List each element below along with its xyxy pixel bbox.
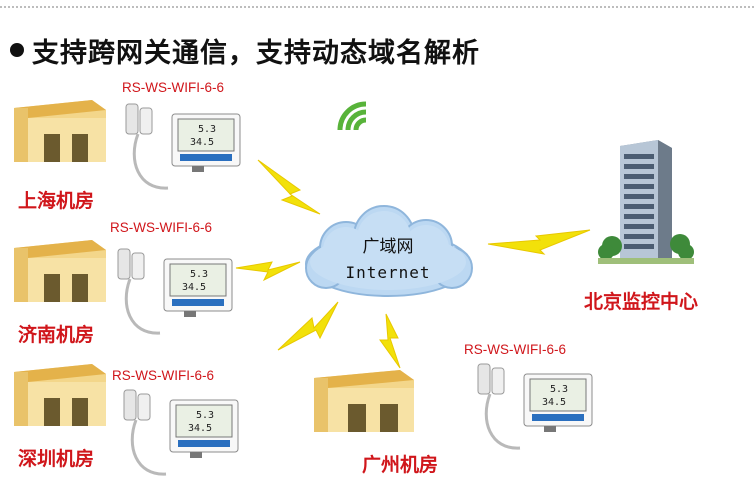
hq-label: 北京监控中心 — [584, 291, 699, 313]
site-label-shenzhen: 深圳机房 — [18, 448, 95, 470]
page-heading: 支持跨网关通信，支持动态域名解析 — [10, 30, 480, 70]
bullet-icon — [10, 43, 24, 57]
internet-cloud: 广域网 Internet — [305, 205, 473, 297]
building-icon-guangzhou — [314, 370, 414, 432]
building-icon-shanghai — [14, 100, 106, 162]
lightning-bolt-icon — [277, 301, 339, 351]
site-label-guangzhou: 广州机房 — [362, 454, 439, 476]
lightning-bolt-icon — [379, 313, 401, 369]
sensor-device-shanghai: 5.3 34.5 — [125, 103, 241, 190]
site-label-jinan: 济南机房 — [18, 324, 95, 346]
display-hum: 34.5 — [188, 423, 212, 434]
building-icon-jinan — [14, 240, 106, 302]
building-icon-shenzhen — [14, 364, 106, 426]
lightning-bolt-icon — [487, 229, 591, 255]
display-hum: 34.5 — [542, 397, 566, 408]
display-hum: 34.5 — [190, 137, 214, 148]
cloud-subtitle: Internet — [345, 263, 430, 282]
display-temp: 5.3 — [550, 384, 568, 395]
cloud-title: 广域网 — [363, 237, 414, 257]
model-label-guangzhou: RS-WS-WIFI-6-6 — [464, 342, 566, 357]
site-label-shanghai: 上海机房 — [18, 190, 95, 212]
display-temp: 5.3 — [198, 124, 216, 135]
sensor-device-shenzhen: 5.3 34.5 — [123, 389, 239, 476]
office-tower-icon — [598, 140, 694, 264]
wifi-signal-icon — [337, 101, 367, 131]
lightning-bolt-icon — [235, 261, 301, 282]
model-label-shanghai: RS-WS-WIFI-6-6 — [122, 80, 224, 95]
sensor-device-guangzhou: 5.3 34.5 — [477, 363, 593, 450]
model-label-jinan: RS-WS-WIFI-6-6 — [110, 220, 212, 235]
top-divider — [0, 6, 754, 8]
display-hum: 34.5 — [182, 282, 206, 293]
lightning-bolt-icon — [257, 159, 321, 215]
display-temp: 5.3 — [190, 269, 208, 280]
sensor-device-jinan: 5.3 34.5 — [117, 248, 233, 335]
model-label-shenzhen: RS-WS-WIFI-6-6 — [112, 368, 214, 383]
display-temp: 5.3 — [196, 410, 214, 421]
heading-text: 支持跨网关通信，支持动态域名解析 — [32, 37, 480, 69]
